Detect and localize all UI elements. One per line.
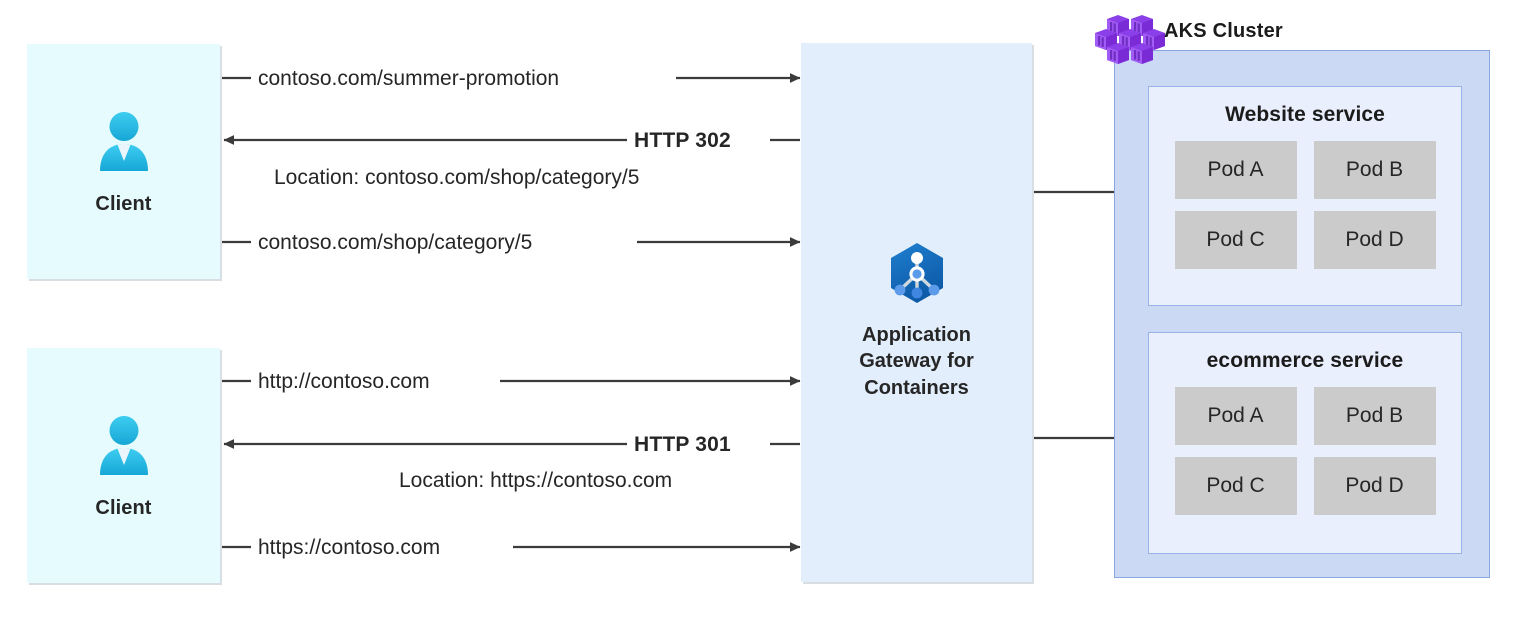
flow-label-top-response-location: Location: contoso.com/shop/category/5 xyxy=(274,166,640,189)
pod-grid: Pod A Pod B Pod C Pod D xyxy=(1149,141,1461,269)
client-label: Client xyxy=(95,192,152,215)
flow-label-top-response-status: HTTP 302 xyxy=(634,129,731,152)
aks-cluster-icon xyxy=(1095,15,1167,77)
flow-label-bottom-response-location: Location: https://contoso.com xyxy=(399,469,673,492)
pod-box: Pod B xyxy=(1313,387,1436,445)
pod-box: Pod C xyxy=(1174,457,1297,515)
user-icon xyxy=(95,108,153,183)
client-label: Client xyxy=(95,496,152,519)
client-box-bottom: Client xyxy=(27,348,220,583)
application-gateway-box: Application Gateway for Containers xyxy=(801,43,1032,582)
pod-box: Pod D xyxy=(1313,211,1436,269)
flow-label-top-request-2: contoso.com/shop/category/5 xyxy=(258,231,533,254)
user-icon xyxy=(95,412,153,487)
pod-box: Pod C xyxy=(1174,211,1297,269)
client-box-top: Client xyxy=(27,44,220,279)
pod-box: Pod B xyxy=(1313,141,1436,199)
application-gateway-label: Application Gateway for Containers xyxy=(859,324,974,399)
pod-grid: Pod A Pod B Pod C Pod D xyxy=(1149,387,1461,515)
application-gateway-icon xyxy=(885,241,949,310)
aks-cluster-title: AKS Cluster xyxy=(1164,20,1283,42)
pod-box: Pod A xyxy=(1174,387,1297,445)
pod-box: Pod D xyxy=(1313,457,1436,515)
service-title: Website service xyxy=(1225,103,1385,126)
flow-label-bottom-request-2: https://contoso.com xyxy=(258,536,441,559)
service-box-ecommerce: ecommerce service Pod A Pod B Pod C Pod … xyxy=(1148,332,1462,554)
service-title: ecommerce service xyxy=(1206,349,1404,372)
pod-box: Pod A xyxy=(1174,141,1297,199)
service-box-website: Website service Pod A Pod B Pod C Pod D xyxy=(1148,86,1462,306)
flow-label-top-request-1: contoso.com/summer-promotion xyxy=(258,67,560,90)
flow-label-bottom-request-1: http://contoso.com xyxy=(258,370,430,393)
flow-label-bottom-response-status: HTTP 301 xyxy=(634,433,731,456)
